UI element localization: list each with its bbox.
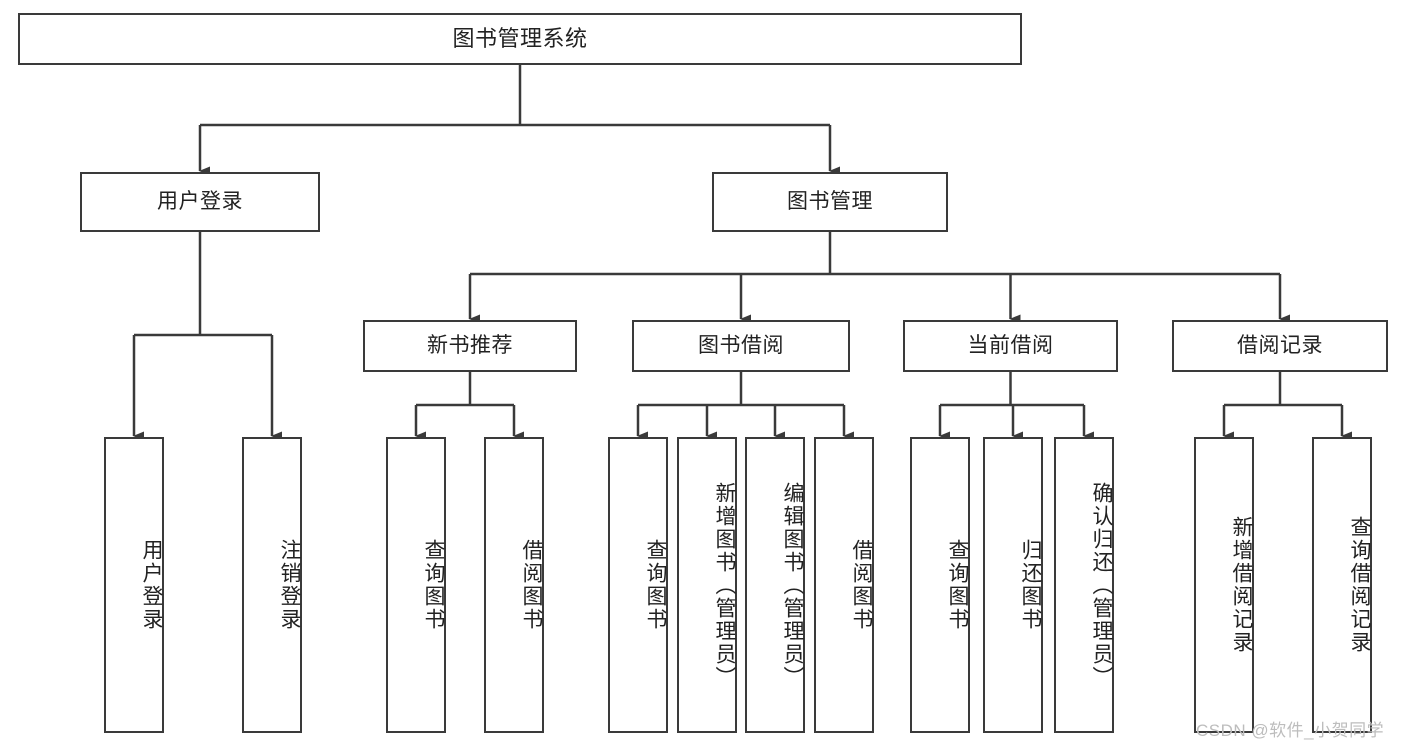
node-label: 新书推荐	[427, 334, 513, 358]
node-label: 编辑图书（管理员）	[781, 481, 804, 689]
node-label: 图书借阅	[698, 334, 784, 358]
node-leaf-confirm-return[interactable]: 确认归还（管理员）	[1054, 437, 1114, 733]
node-new-book-rec[interactable]: 新书推荐	[363, 320, 577, 372]
node-label: 图书管理	[787, 190, 873, 214]
node-leaf-borrow-book-rec[interactable]: 借阅图书	[484, 437, 544, 733]
node-label: 查询图书	[946, 539, 969, 631]
node-label: 用户登录	[140, 539, 163, 631]
node-label: 查询借阅记录	[1348, 516, 1371, 654]
node-label: 注销登录	[278, 539, 301, 631]
node-label: 归还图书	[1019, 539, 1042, 631]
node-leaf-user-login[interactable]: 用户登录	[104, 437, 164, 733]
node-current-borrow[interactable]: 当前借阅	[903, 320, 1118, 372]
node-leaf-borrow-book[interactable]: 借阅图书	[814, 437, 874, 733]
node-label: 查询图书	[644, 539, 667, 631]
node-label: 借阅记录	[1237, 334, 1323, 358]
node-label: 用户登录	[157, 190, 243, 214]
node-label: 当前借阅	[967, 334, 1054, 358]
node-label: 借阅图书	[850, 539, 873, 631]
node-leaf-query-record[interactable]: 查询借阅记录	[1312, 437, 1372, 733]
node-leaf-query-book-rec[interactable]: 查询图书	[386, 437, 446, 733]
node-leaf-return-book[interactable]: 归还图书	[983, 437, 1043, 733]
node-leaf-add-book[interactable]: 新增图书（管理员）	[677, 437, 737, 733]
node-label: 查询图书	[422, 539, 445, 631]
node-label: 确认归还（管理员）	[1090, 481, 1113, 689]
node-borrow-record[interactable]: 借阅记录	[1172, 320, 1388, 372]
edges	[132, 65, 1352, 441]
node-leaf-query-book-cur[interactable]: 查询图书	[910, 437, 970, 733]
node-book-borrow[interactable]: 图书借阅	[632, 320, 850, 372]
node-leaf-query-book[interactable]: 查询图书	[608, 437, 668, 733]
node-book-manage[interactable]: 图书管理	[712, 172, 948, 232]
node-root[interactable]: 图书管理系统	[18, 13, 1022, 65]
node-leaf-user-logout[interactable]: 注销登录	[242, 437, 302, 733]
node-user-login[interactable]: 用户登录	[80, 172, 320, 232]
node-label: 新增借阅记录	[1230, 516, 1253, 654]
node-leaf-edit-book[interactable]: 编辑图书（管理员）	[745, 437, 805, 733]
node-label: 借阅图书	[520, 539, 543, 631]
node-label: 新增图书（管理员）	[713, 481, 736, 689]
node-leaf-add-record[interactable]: 新增借阅记录	[1194, 437, 1254, 733]
watermark: CSDN @软件_小贺同学	[1196, 721, 1385, 740]
node-label: 图书管理系统	[452, 25, 588, 51]
